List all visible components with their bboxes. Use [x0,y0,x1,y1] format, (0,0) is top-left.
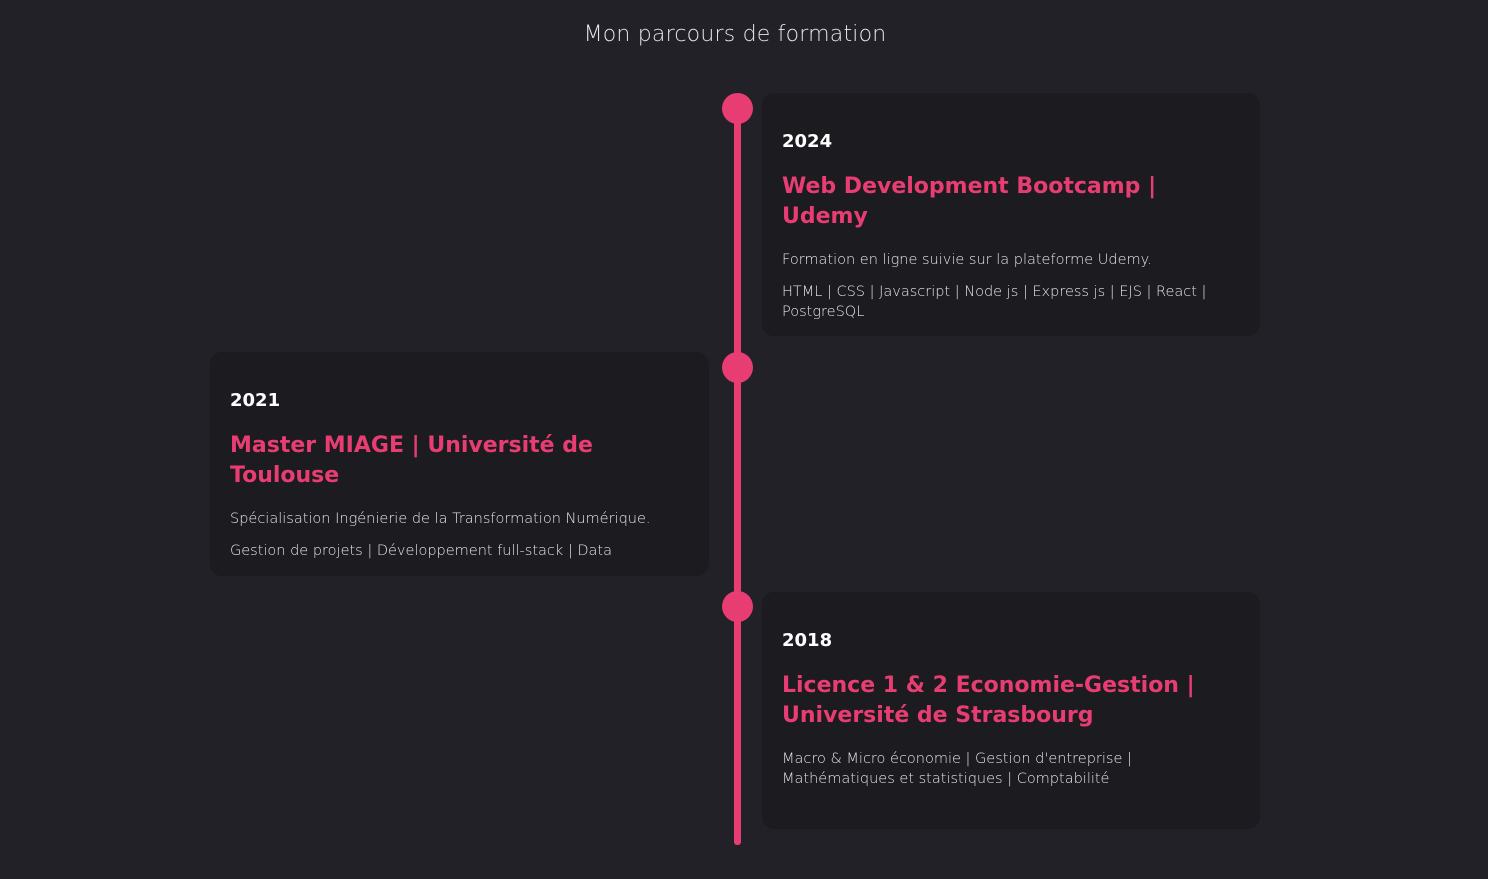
timeline-card-2021: 2021 Master MIAGE | Université de Toulou… [210,352,709,576]
card-description: Formation en ligne suivie sur la platefo… [782,252,1152,268]
card-title: Licence 1 & 2 Economie-Gestion | Univers… [782,673,1195,728]
section-title: Mon parcours de formation [583,22,887,47]
timeline-line [734,100,741,845]
card-title: Web Development Bootcamp | Udemy [782,174,1157,229]
timeline-card-2018: 2018 Licence 1 & 2 Economie-Gestion | Un… [762,592,1260,829]
card-title: Master MIAGE | Université de Toulouse [230,433,593,488]
timeline-dot-2024 [722,93,753,124]
card-year: 2021 [230,390,281,411]
card-year: 2024 [782,131,833,152]
card-skills: Macro & Micro économie | Gestion d'entre… [782,751,1132,787]
card-year: 2018 [782,630,833,651]
card-skills: HTML | CSS | Javascript | Node js | Expr… [782,284,1207,320]
timeline-dot-2021 [722,352,753,383]
timeline-dot-2018 [722,591,753,622]
card-description: Spécialisation Ingénierie de la Transfor… [230,511,651,527]
timeline-card-2024: 2024 Web Development Bootcamp | Udemy Fo… [762,93,1260,336]
card-skills: Gestion de projets | Développement full-… [230,543,612,559]
